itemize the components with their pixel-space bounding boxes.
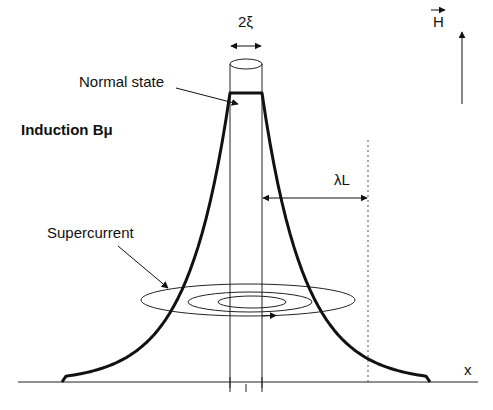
dimension-label: λL [333, 172, 351, 189]
supercurrent-loop [141, 284, 355, 316]
dimension-arrow [263, 198, 367, 199]
axis-tick [246, 384, 247, 392]
axis-label: x [463, 362, 473, 379]
region-label: Normal state [78, 74, 165, 91]
core-cylinder-side [230, 64, 231, 392]
dimension-label: 2ξ [237, 14, 254, 31]
vector-arrow [431, 10, 445, 11]
field-arrow [462, 32, 463, 104]
axis-title: Induction Bμ [20, 122, 114, 139]
leader-arrow [118, 246, 168, 288]
supercurrent-loop [218, 296, 286, 308]
dimension-arrow [231, 46, 261, 47]
x-axis [18, 382, 478, 383]
supercurrent-loop [188, 292, 312, 312]
current-label: Supercurrent [46, 225, 135, 242]
current-direction [262, 315, 276, 316]
core-cylinder-side [262, 64, 263, 392]
penetration-depth-line [368, 140, 369, 382]
core-cylinder-top [230, 59, 262, 69]
field-label: H [432, 14, 445, 31]
